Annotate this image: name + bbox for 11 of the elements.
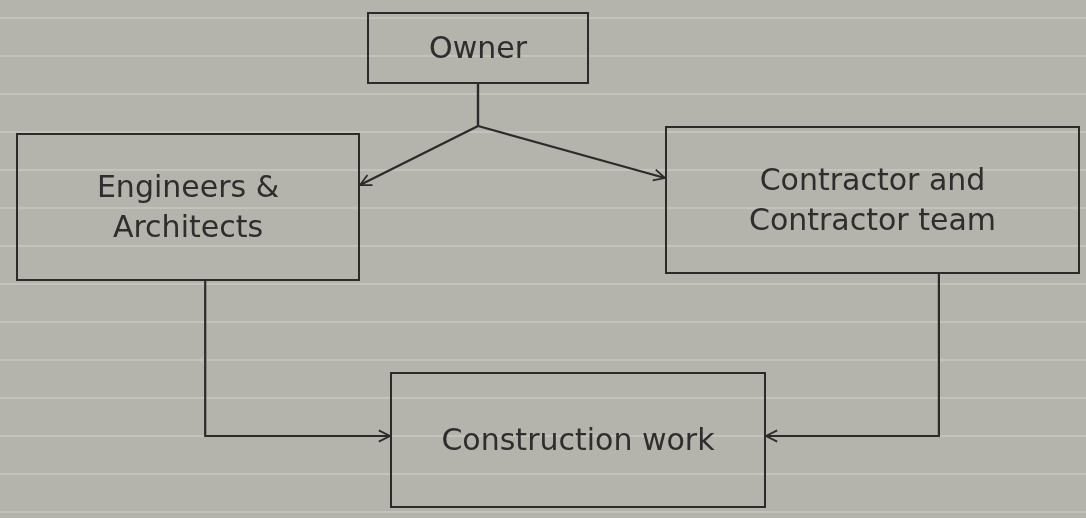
node-label: Contractor and Contractor team — [747, 160, 998, 239]
node-label: Engineers & Architects — [95, 167, 281, 246]
owner-box — [367, 12, 589, 84]
process-box — [665, 126, 1080, 274]
arrow — [765, 274, 940, 443]
node-label: Owner — [429, 28, 527, 67]
process-box — [390, 372, 766, 508]
arrow — [476, 84, 666, 182]
arrow — [204, 281, 391, 443]
process-box — [16, 133, 360, 281]
node-label: Construction work — [441, 420, 715, 459]
